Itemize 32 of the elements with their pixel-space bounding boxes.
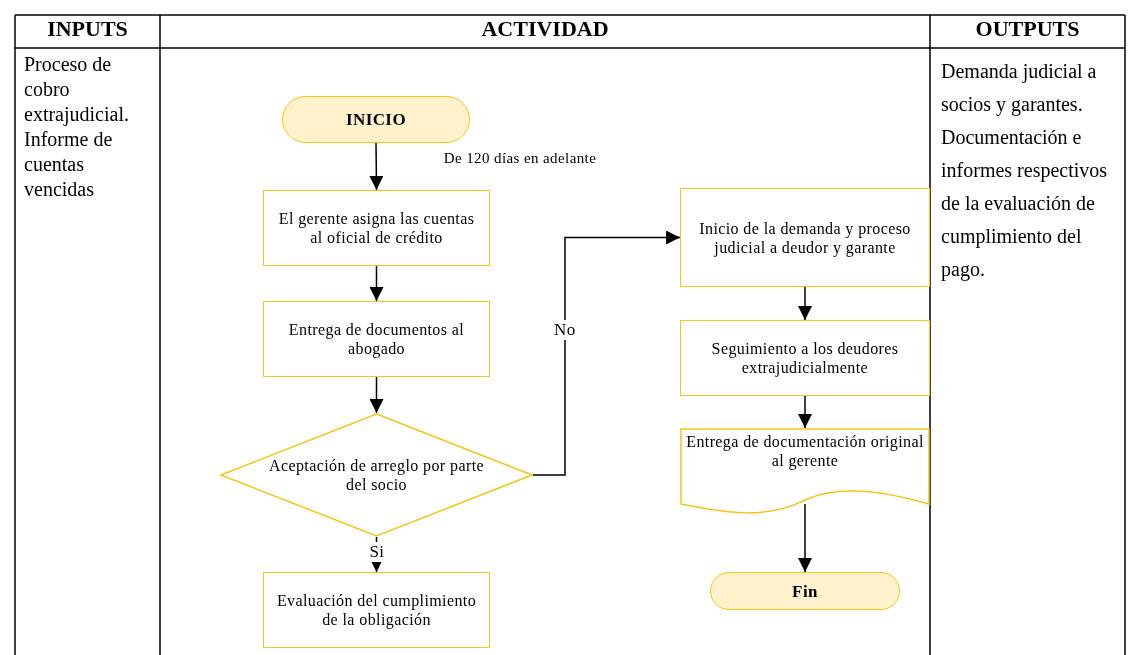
arrow bbox=[798, 503, 812, 573]
decision-diamond bbox=[220, 413, 533, 537]
arrow bbox=[369, 142, 384, 191]
node-text: INICIO bbox=[346, 110, 406, 129]
edge-label: Si bbox=[367, 542, 387, 562]
column-header: INPUTS bbox=[46, 16, 129, 42]
node-text: Fin bbox=[792, 581, 818, 601]
process-box bbox=[680, 188, 930, 287]
arrow bbox=[369, 376, 384, 414]
node-text: Aceptación de arreglo por parte del socio bbox=[268, 456, 485, 494]
document-shape bbox=[680, 428, 930, 516]
process-box bbox=[263, 572, 490, 648]
process-box bbox=[680, 320, 930, 396]
node-text: Entrega de documentación original al gerente bbox=[685, 432, 925, 470]
process-box bbox=[263, 190, 490, 266]
column-header: ACTIVIDAD bbox=[480, 16, 610, 42]
edge-label: No bbox=[552, 320, 578, 340]
node-text: El gerente asigna las cuentas al oficial de crédito bbox=[277, 209, 476, 247]
arrow bbox=[798, 286, 812, 321]
column-header: OUTPUTS bbox=[974, 16, 1081, 42]
input-text: Proceso de cobro extrajudicial. Informe de cuentas vencidas bbox=[24, 52, 130, 202]
node-text: Inicio de la demanda y proceso judicial a deudor y garante bbox=[698, 218, 912, 257]
node-text: Seguimiento a los deudores extrajudicialmente bbox=[710, 339, 900, 377]
arrow bbox=[798, 395, 812, 429]
process-box bbox=[263, 301, 490, 377]
node-text: Entrega de documentos al abogado bbox=[287, 320, 466, 358]
arrow bbox=[369, 265, 384, 302]
node-text: Evaluación del cumplimiento de la obligación bbox=[275, 591, 478, 629]
output-text: Demanda judicial a socios y garantes. Documentación e informes respectivos de la evaluación de cumplimiento del pago. bbox=[941, 59, 1109, 283]
arrow bbox=[532, 230, 681, 476]
terminal-shape bbox=[282, 96, 470, 143]
terminal-shape bbox=[710, 572, 900, 610]
